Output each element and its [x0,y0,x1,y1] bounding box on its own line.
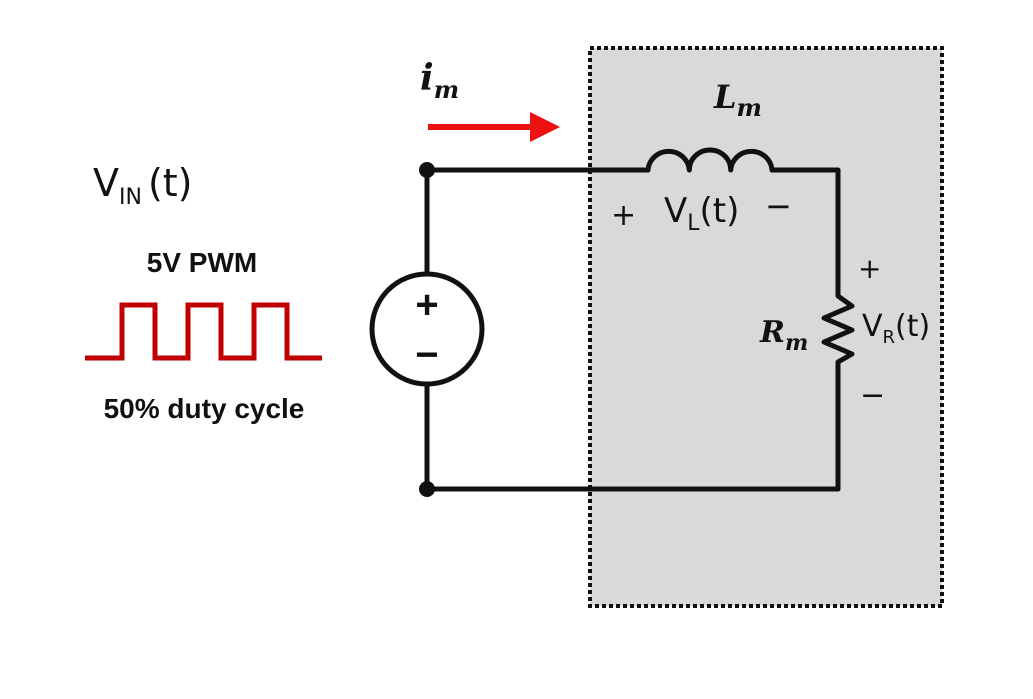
voltage-source-circle [369,271,485,387]
resistor-label: Rm [759,315,808,356]
pwm-waveform [85,302,322,361]
inductor-label: Lm [713,78,762,122]
inductor-coil [645,147,775,173]
current-arrow-head [530,112,560,142]
top-node-dot [419,162,435,178]
resistor-voltage-label: VR(t) [862,309,930,348]
bottom-node-dot [419,481,435,497]
source-title: VIN(t) [93,161,193,210]
resistor-minus-sign: − [860,378,885,413]
current-arrow [428,112,560,142]
motor-model-box [588,46,944,608]
resistor-zigzag [821,287,855,375]
inductor-plus-sign: + [611,198,636,233]
inductor-minus-sign: − [765,187,792,225]
inductor-voltage-label: VL(t) [664,191,739,236]
duty-cycle-label: 50% duty cycle [104,393,305,424]
source-minus-sign: − [415,333,438,377]
current-label: im [420,57,459,104]
source-plus-sign: + [415,283,438,327]
resistor-plus-sign: + [858,252,881,285]
amplitude-label: 5V PWM [147,247,257,278]
voltage-source: + − [369,271,485,387]
